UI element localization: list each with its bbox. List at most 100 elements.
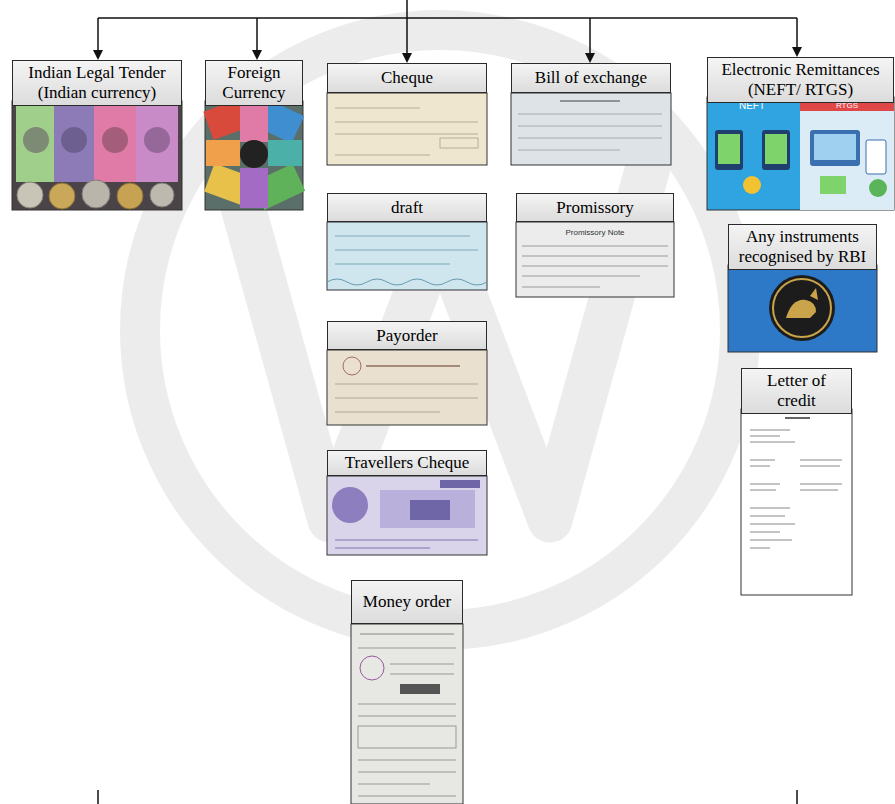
letter-of-credit-image-part	[800, 466, 840, 467]
cheque-image-part	[440, 138, 478, 148]
letter-of-credit-image-part	[750, 490, 776, 491]
letter-of-credit-image-part	[750, 430, 790, 431]
rbi-emblem-image-part	[728, 265, 877, 352]
neft-rtgs-image-part	[707, 97, 894, 210]
promissory-note-image-part	[522, 256, 668, 257]
neft-rtgs-image-part	[743, 176, 761, 194]
currency-photo-part	[54, 104, 94, 182]
currency-photo-part	[17, 182, 43, 208]
bill-of-exchange-image-part	[518, 114, 662, 115]
cheque-image-part	[335, 155, 430, 156]
payorder-image-part	[335, 412, 440, 413]
category-box: Any instruments recognised by RBI	[728, 224, 877, 270]
money-order-image-part	[358, 726, 456, 748]
tree-lines-part	[98, 17, 797, 19]
foreign-currency-photo-part	[240, 140, 268, 168]
neft-rtgs-image-part	[765, 134, 787, 164]
money-order-image-part	[360, 634, 454, 635]
currency-photo-part	[150, 183, 174, 207]
tree-lines-part	[97, 790, 99, 804]
money-order-image-part	[390, 664, 454, 665]
category-box: Foreign Currency	[205, 60, 303, 106]
bill-of-exchange-image-part	[518, 150, 620, 151]
promissory-note-image-part	[522, 246, 668, 247]
cheque-image-part	[335, 108, 420, 109]
travellers-cheque-image-part	[440, 480, 480, 488]
watermark-part	[230, 160, 650, 520]
tree-lines-part	[406, 0, 408, 18]
currency-photo-part	[102, 127, 128, 153]
travellers-cheque-image-part	[410, 500, 450, 520]
letter-of-credit-image-part	[800, 460, 842, 461]
category-box: Travellers Cheque	[327, 450, 487, 476]
category-box: draft	[327, 193, 487, 222]
promissory-note-image-part	[522, 287, 600, 288]
neft-rtgs-image: NEFT RTGS	[707, 97, 894, 210]
promissory-note-image: Promissory Note	[516, 222, 674, 297]
letter-of-credit-image-part	[750, 540, 792, 541]
box-label: draft	[391, 198, 423, 218]
neft-rtgs-image-part	[810, 130, 860, 166]
bill-of-exchange-image-part	[560, 100, 620, 102]
currency-photo-part	[61, 127, 87, 153]
money-order-image-part	[360, 656, 384, 680]
neft-rtgs-image-part	[866, 140, 886, 174]
rbi-emblem-image-part	[786, 300, 816, 318]
category-box: Bill of exchange	[511, 63, 671, 93]
category-box: Promissory	[516, 193, 674, 222]
box-label: Electronic Remittances (NEFT/ RTGS)	[712, 60, 889, 99]
category-box: Cheque	[327, 63, 487, 93]
box-label: Indian Legal Tender (Indian currency)	[17, 63, 177, 102]
promissory-note-image-part	[516, 222, 674, 297]
travellers-cheque-image-part	[380, 490, 475, 528]
rbi-emblem-image-part	[773, 279, 831, 337]
letter-of-credit-image-part	[750, 484, 780, 485]
tree-lines-part	[97, 18, 99, 58]
letter-of-credit-image-part	[750, 466, 770, 467]
bill-of-exchange-image	[511, 93, 671, 165]
draft-image	[327, 222, 487, 290]
payorder-image-part	[366, 365, 460, 367]
bill-of-exchange-image-part	[518, 138, 662, 139]
promissory-note-image-part	[522, 276, 640, 277]
foreign-currency-photo-part	[268, 140, 302, 166]
letter-of-credit-image-part	[750, 442, 795, 443]
money-order-image-part	[358, 648, 456, 649]
image-text: Promissory Note	[565, 228, 625, 237]
currency-photo-part	[144, 127, 170, 153]
money-order-image-part	[400, 684, 440, 694]
box-label: Letter of credit	[746, 371, 847, 410]
watermark	[140, 30, 740, 630]
category-box: Money order	[351, 580, 463, 624]
letter-of-credit-image-part	[800, 490, 838, 491]
currency-photo-part	[82, 180, 110, 208]
tree-lines-part	[796, 18, 798, 55]
tree-lines-part	[796, 790, 798, 804]
cheque-image-part	[327, 93, 487, 165]
letter-of-credit-image-part	[750, 548, 770, 549]
neft-rtgs-image-part	[814, 134, 856, 160]
payorder-image-part	[335, 398, 478, 399]
currency-photo-part	[16, 104, 54, 182]
foreign-currency-photo-part	[206, 140, 240, 166]
currency-photo-part	[49, 183, 75, 209]
letter-of-credit-image	[741, 409, 852, 595]
draft-image-part	[335, 264, 450, 265]
money-order-image-part	[358, 716, 456, 717]
payorder-image-part	[327, 350, 487, 425]
bill-of-exchange-image-part	[511, 93, 671, 165]
letter-of-credit-image-part	[800, 484, 842, 485]
neft-rtgs-image-part	[820, 176, 846, 194]
neft-rtgs-image-part	[800, 97, 894, 210]
money-order-image-part	[351, 624, 463, 804]
box-label: Any instruments recognised by RBI	[733, 227, 872, 266]
currency-photo-part	[117, 183, 143, 209]
cheque-image	[327, 93, 487, 165]
box-label: Payorder	[376, 326, 437, 346]
travellers-cheque-image-part	[335, 548, 430, 549]
box-label: Cheque	[381, 68, 433, 88]
tree-lines	[98, 0, 797, 804]
money-order-image-part	[358, 704, 456, 705]
currency-photo-part	[94, 104, 136, 182]
